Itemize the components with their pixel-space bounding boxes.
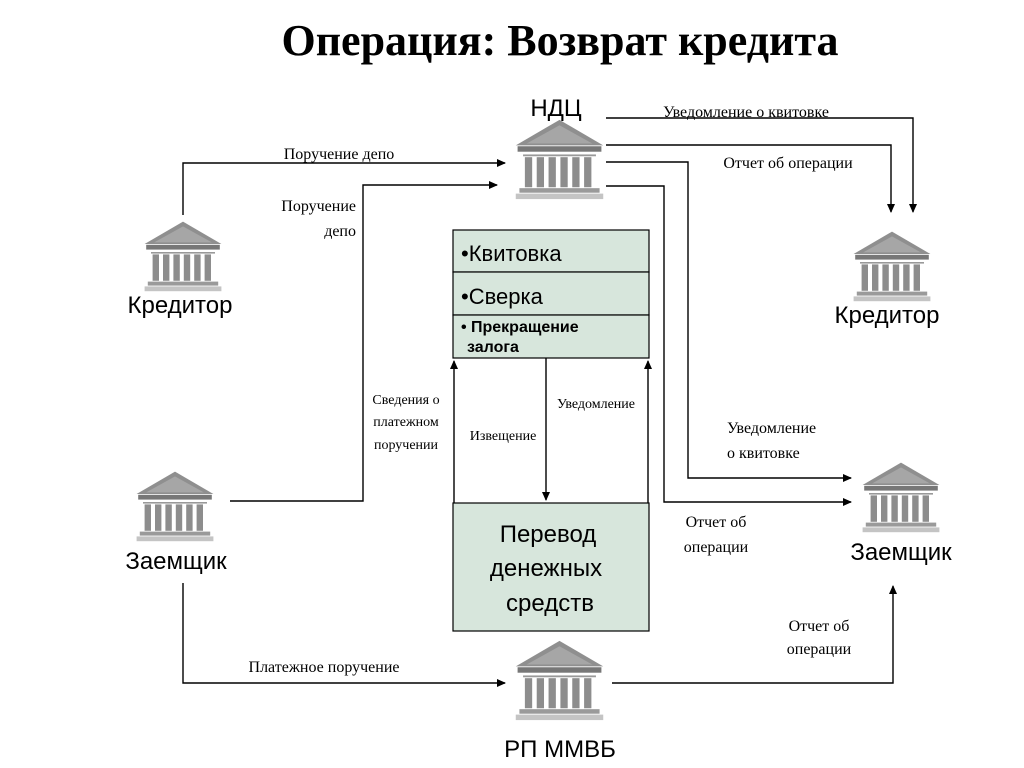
process-item-prekraschenie: Прекращение xyxy=(471,319,579,336)
label-izveschenie: Извещение xyxy=(470,429,537,444)
transfer-line3: средств xyxy=(506,590,594,617)
label-otchet-mid-line1: Отчет об xyxy=(686,514,747,531)
ndc-label: НДЦ xyxy=(530,95,582,122)
transfer-line2: денежных xyxy=(490,555,602,582)
label-otchet-top: Отчет об операции xyxy=(723,155,853,172)
arrow-rp-to-borrower xyxy=(612,585,897,684)
transfer-box: Перевод денежных средств xyxy=(452,502,650,632)
label-poruchenie-depo-2-line1: Поручение xyxy=(281,198,356,215)
borrower-left-label: Заемщик xyxy=(125,548,227,575)
label-uvedomlenie-kvitovke-top: Уведомление о квитовке xyxy=(663,104,829,121)
process-item-kvitovka: •Квитовка xyxy=(461,241,562,266)
creditor-right-label: Кредитор xyxy=(835,302,940,329)
label-otchet-bottom-line1: Отчет об xyxy=(789,618,850,635)
bank-building-icon xyxy=(136,471,214,542)
label-svedenia-line2: платежном xyxy=(373,415,439,430)
arrow-ndc-report-to-creditor xyxy=(606,144,895,213)
label-poruchenie-depo-2-line2: депо xyxy=(324,223,356,240)
bank-building-icon xyxy=(515,640,604,721)
label-svedenia-line3: поручении xyxy=(374,438,439,453)
label-poruchenie-depo-top: Поручение депо xyxy=(284,146,395,163)
label-otchet-mid-line2: операции xyxy=(684,539,749,556)
bank-building-icon xyxy=(862,462,940,533)
process-item-sverka: •Сверка xyxy=(461,284,544,309)
borrower-right-label: Заемщик xyxy=(850,539,952,566)
label-uvedomlenie-kvitovke-mid-line2: о квитовке xyxy=(727,445,800,462)
arrow-ndc-kvitovka-to-creditor xyxy=(606,117,917,213)
process-item-zaloga: залога xyxy=(467,339,519,356)
transfer-line1: Перевод xyxy=(500,521,597,548)
arrow-ndc-kvitovka-to-borrower xyxy=(606,161,852,482)
arrow-borrower-to-ndc xyxy=(230,181,498,502)
process-box: •Квитовка •Сверка • Прекращение залога xyxy=(452,229,650,359)
rp-mmvb-label: РП ММВБ xyxy=(504,736,616,763)
label-otchet-bottom-line2: операции xyxy=(787,641,852,658)
label-uvedomlenie-kvitovke-mid-line1: Уведомление xyxy=(727,420,816,437)
arrow-borrower-to-rp xyxy=(182,583,506,687)
label-uvedomlenie: Уведомление xyxy=(557,397,635,412)
bank-building-icon xyxy=(515,119,604,200)
creditor-left-label: Кредитор xyxy=(128,292,233,319)
arrow-ndc-report-to-borrower xyxy=(606,185,852,506)
label-svedenia-line1: Сведения о xyxy=(372,393,439,408)
bank-building-icon xyxy=(853,231,931,302)
label-platezhnoe-poruchenie: Платежное поручение xyxy=(249,659,400,676)
arrow-creditor-to-ndc xyxy=(182,159,506,215)
bank-building-icon xyxy=(144,221,222,292)
page-title: Операция: Возврат кредита xyxy=(281,16,838,65)
process-item-bullet: • xyxy=(461,319,467,336)
